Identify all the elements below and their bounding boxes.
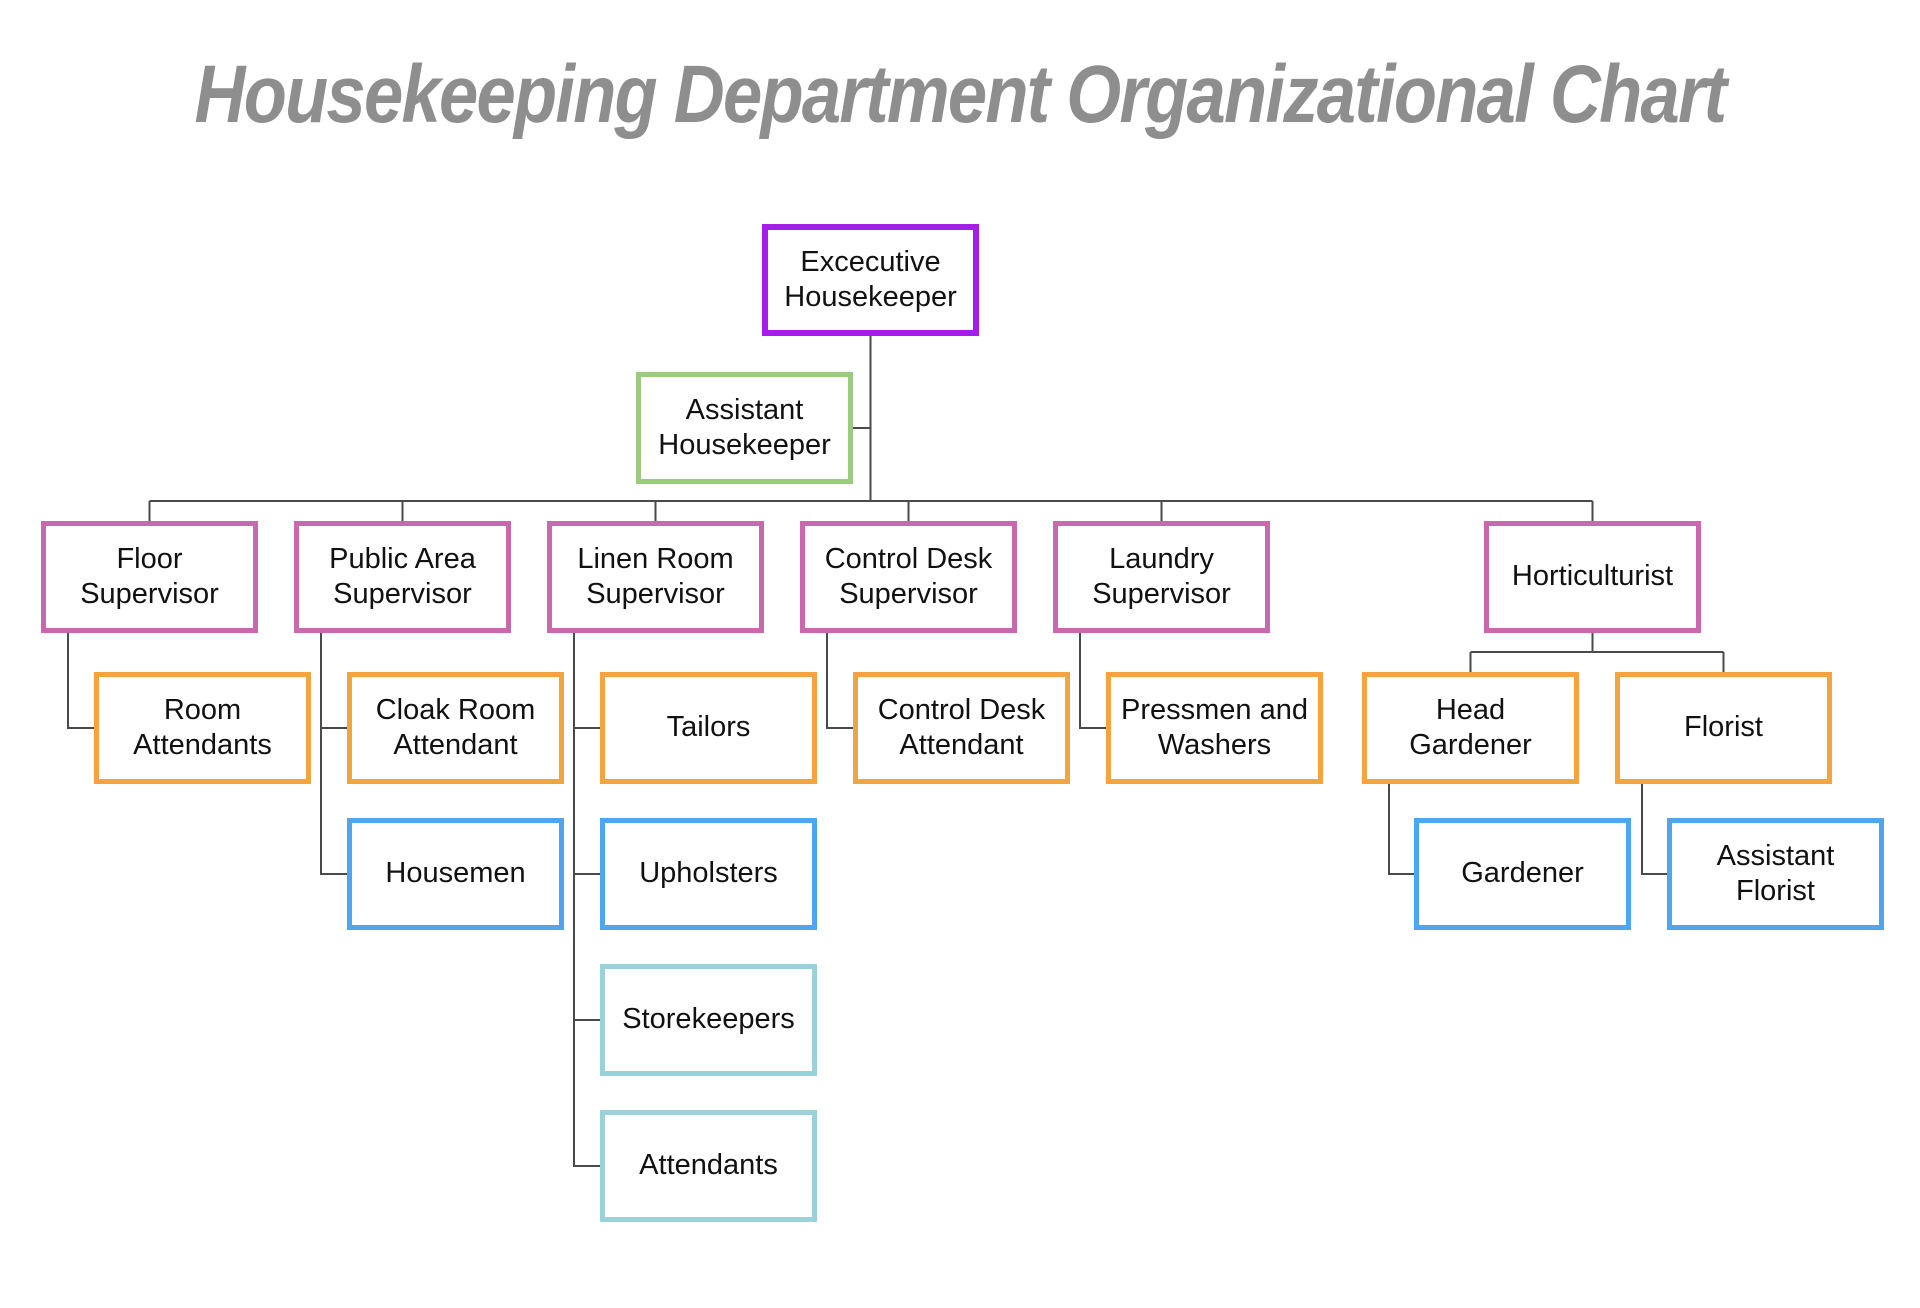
node-tailors: Tailors (600, 672, 817, 784)
node-label: Florist (1684, 711, 1763, 744)
node-control-desk-supervisor: Control Desk Supervisor (800, 521, 1017, 633)
node-label: Head Gardener (1409, 693, 1532, 761)
node-linen-room-supervisor: Linen Room Supervisor (547, 521, 764, 633)
node-room-attendants: Room Attendants (94, 672, 311, 784)
node-label: Pressmen and Washers (1121, 693, 1308, 761)
node-label: Horticulturist (1511, 560, 1674, 593)
node-label: Public Area Supervisor (329, 542, 476, 610)
node-assistant-florist: Assistant Florist (1667, 818, 1884, 930)
chart-title: Housekeeping Department Organizational C… (194, 49, 1728, 140)
node-gardener: Gardener (1414, 818, 1631, 930)
node-executive-housekeeper: Excecutive Housekeeper (762, 224, 979, 336)
node-label: Tailors (666, 711, 751, 744)
node-label: Room Attendants (133, 693, 272, 761)
node-upholsters: Upholsters (600, 818, 817, 930)
node-label: Control Desk Attendant (877, 693, 1046, 761)
node-assistant-housekeeper: Assistant Housekeeper (636, 372, 853, 484)
node-control-desk-attendant: Control Desk Attendant (853, 672, 1070, 784)
node-label: Control Desk Supervisor (824, 542, 993, 610)
node-laundry-supervisor: Laundry Supervisor (1053, 521, 1270, 633)
node-head-gardener: Head Gardener (1362, 672, 1579, 784)
node-public-area-supervisor: Public Area Supervisor (294, 521, 511, 633)
node-housemen: Housemen (347, 818, 564, 930)
node-label: Storekeepers (622, 1003, 795, 1036)
node-label: Laundry Supervisor (1092, 542, 1231, 610)
node-florist: Florist (1615, 672, 1832, 784)
node-label: Excecutive Housekeeper (784, 245, 957, 313)
node-cloak-room-attendant: Cloak Room Attendant (347, 672, 564, 784)
node-pressmen-and-washers: Pressmen and Washers (1106, 672, 1323, 784)
node-label: Attendants (639, 1149, 778, 1182)
node-label: Linen Room Supervisor (577, 542, 734, 610)
node-label: Cloak Room Attendant (375, 693, 536, 761)
node-attendants: Attendants (600, 1110, 817, 1222)
node-label: Upholsters (639, 857, 778, 890)
node-label: Floor Supervisor (80, 542, 219, 610)
node-storekeepers: Storekeepers (600, 964, 817, 1076)
node-label: Assistant Housekeeper (658, 393, 831, 461)
node-label: Housemen (385, 857, 526, 890)
node-label: Gardener (1461, 857, 1584, 890)
node-label: Assistant Florist (1716, 839, 1835, 907)
node-floor-supervisor: Floor Supervisor (41, 521, 258, 633)
node-horticulturist: Horticulturist (1484, 521, 1701, 633)
